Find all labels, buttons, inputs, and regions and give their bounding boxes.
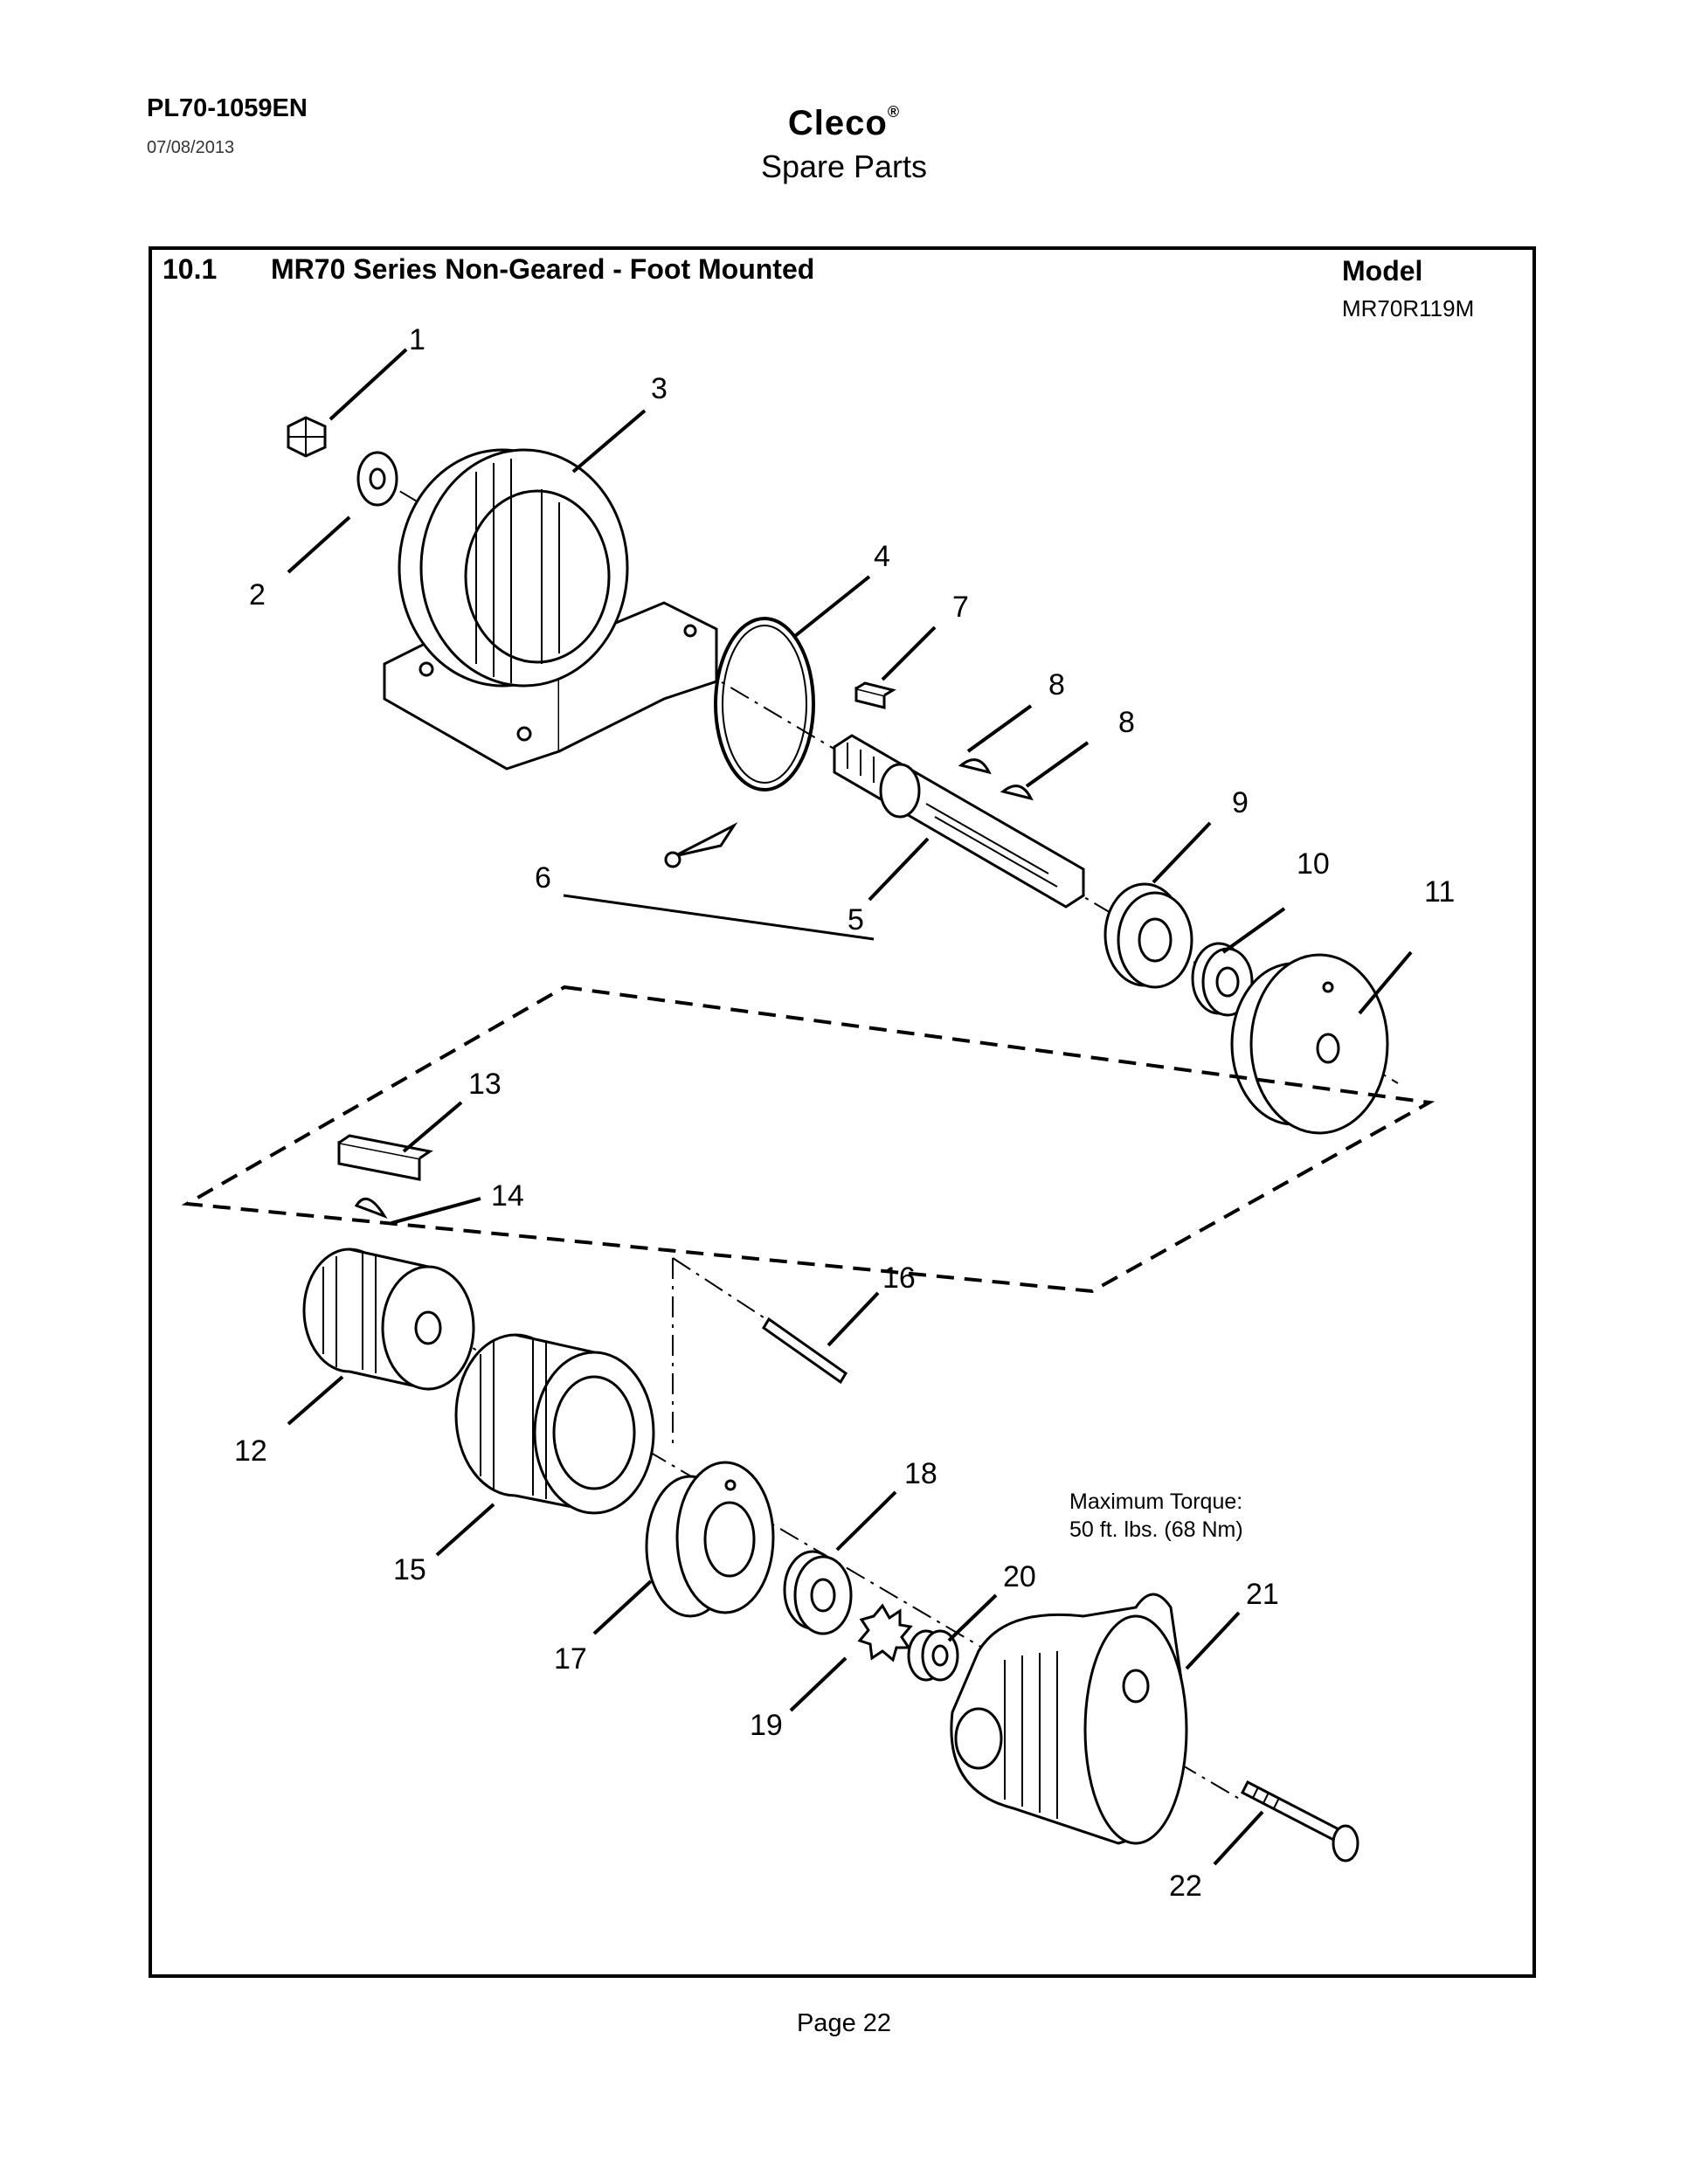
brand-name: Cleco	[787, 104, 888, 142]
part-16-dowel-pin	[672, 1257, 848, 1385]
diagram-frame	[149, 246, 1536, 1978]
callout-10: 10	[1297, 847, 1330, 881]
part-8-woodruff-key-b	[1000, 784, 1034, 801]
part-14-key	[354, 1197, 388, 1219]
part-4-o-ring	[714, 617, 815, 791]
part-15-cylinder	[454, 1258, 674, 1515]
part-19-lock-washer	[857, 1603, 913, 1662]
callout-8b: 8	[1118, 706, 1135, 739]
callout-1: 1	[409, 323, 425, 356]
registered-mark: ®	[887, 103, 901, 121]
leader-lines	[287, 348, 1413, 1866]
model-value: MR70R119M	[1342, 295, 1475, 321]
part-17-end-plate	[645, 1461, 775, 1618]
callout-15-label: 15	[393, 1553, 426, 1586]
callout-13: 13	[468, 1068, 502, 1101]
callout-numbers: 1 2 3 4 5 6 7 8 8 9 10 11 12 13 14 16 15…	[234, 323, 1455, 1903]
callout-19: 19	[750, 1709, 783, 1742]
part-13-vane	[337, 1134, 433, 1181]
part-10-bearing	[1191, 942, 1254, 1017]
page-number: Page 22	[796, 2009, 892, 2037]
part-1-nut	[287, 416, 327, 458]
section-title: MR70 Series Non-Geared - Foot Mounted	[271, 253, 815, 285]
part-11-end-plate	[1230, 953, 1389, 1135]
callout-21: 21	[1246, 1578, 1279, 1611]
section-number: 10.1	[163, 253, 218, 285]
document-subtitle: Spare Parts	[760, 149, 928, 184]
part-20-nut	[907, 1629, 959, 1682]
part-21-rear-housing	[950, 1593, 1188, 1845]
callout-7: 7	[952, 591, 969, 624]
torque-note: Maximum Torque: 50 ft. lbs. (68 Nm)	[1069, 1488, 1243, 1544]
assembly-group-outline	[181, 985, 1435, 1294]
callout-18: 18	[904, 1457, 937, 1490]
callout-11: 11	[1424, 875, 1455, 909]
callout-6: 6	[535, 861, 551, 895]
model-label: Model	[1342, 255, 1423, 287]
part-5-shaft	[833, 734, 1085, 909]
part-2-washer	[356, 451, 398, 507]
part-12-rotor	[302, 1248, 475, 1391]
part-9-bearing	[1103, 882, 1193, 989]
part-22-screw	[1240, 1780, 1359, 1863]
callout-4: 4	[874, 540, 890, 573]
torque-note-line2: 50 ft. lbs. (68 Nm)	[1069, 1517, 1243, 1542]
brand-logo: Cleco®	[0, 103, 1688, 143]
callout-8a: 8	[1048, 668, 1065, 702]
callout-15: 16	[882, 1261, 916, 1295]
callout-20: 20	[1003, 1560, 1036, 1593]
document-date: 07/08/2013	[147, 138, 235, 157]
callout-5: 5	[847, 903, 864, 936]
part-3-foot-mount-housing	[383, 448, 718, 771]
part-18-bearing	[783, 1550, 853, 1635]
callout-17: 17	[554, 1642, 587, 1676]
document-number: PL70-1059EN	[147, 94, 308, 122]
callout-22: 22	[1169, 1870, 1202, 1903]
part-8-woodruff-key-a	[958, 758, 992, 775]
callout-9: 9	[1232, 786, 1249, 819]
callout-14: 14	[491, 1179, 524, 1213]
callout-2: 2	[249, 578, 266, 612]
part-7-key	[854, 681, 896, 709]
part-6-cotter-pin	[664, 822, 738, 868]
callout-12: 12	[234, 1434, 267, 1468]
torque-note-line1: Maximum Torque:	[1069, 1489, 1243, 1514]
callout-3: 3	[651, 372, 668, 405]
